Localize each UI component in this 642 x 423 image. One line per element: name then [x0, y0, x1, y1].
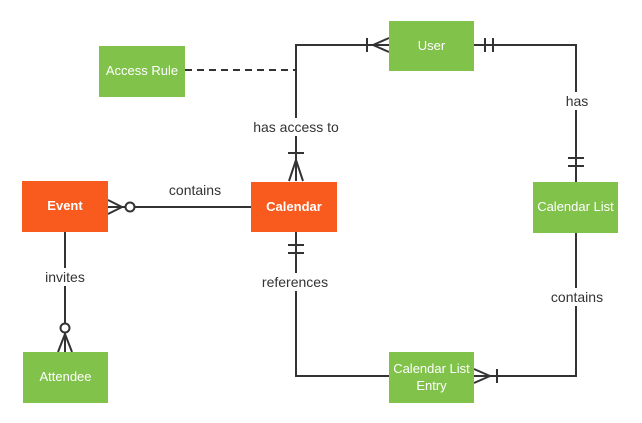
- relationship-label-has: has: [561, 92, 593, 110]
- relationship-label-contains-list-entry: contains: [546, 288, 608, 306]
- entity-attendee: Attendee: [23, 352, 108, 403]
- entity-calendar-list-entry-label: Calendar List Entry: [393, 361, 470, 393]
- entity-user-label: User: [417, 37, 446, 53]
- entity-calendar-list: Calendar List: [533, 182, 618, 233]
- crows-foot-user-left: [372, 37, 390, 53]
- entity-attendee-label: Attendee: [39, 369, 92, 385]
- entity-calendar-list-entry: Calendar List Entry: [389, 352, 474, 403]
- relationship-label-invites: invites: [41, 268, 89, 286]
- relationship-label-contains-event-calendar: contains: [164, 181, 226, 199]
- entity-calendar-list-label: Calendar List: [537, 199, 614, 215]
- entity-access-rule: Access Rule: [99, 46, 185, 97]
- entity-access-rule-label: Access Rule: [105, 63, 179, 79]
- crows-foot-calendar-top: [288, 159, 304, 182]
- entity-event-label: Event: [47, 198, 83, 214]
- zero-ring-event: [124, 201, 136, 213]
- zero-ring-attendee: [59, 322, 71, 334]
- connector-calendarlist-contains-entry: [473, 233, 577, 384]
- connector-calendar-references-entry: [288, 232, 389, 377]
- crows-foot-attendee-top: [57, 333, 73, 353]
- entity-calendar-label: Calendar: [266, 198, 322, 214]
- crows-foot-event: [107, 199, 123, 215]
- entity-user: User: [389, 21, 474, 71]
- entity-calendar: Calendar: [251, 182, 337, 232]
- relationship-label-references: references: [257, 273, 333, 291]
- entity-event: Event: [22, 181, 108, 232]
- crows-foot-entry-right: [473, 368, 491, 384]
- connector-user-has-calendarlist: [474, 38, 584, 182]
- relationship-label-has-access-to: has access to: [249, 118, 343, 136]
- connector-event-invites-attendee: [57, 232, 73, 353]
- connector-calendar-hasaccessto-user: [288, 37, 390, 182]
- connector-event-contains-calendar: [107, 199, 251, 215]
